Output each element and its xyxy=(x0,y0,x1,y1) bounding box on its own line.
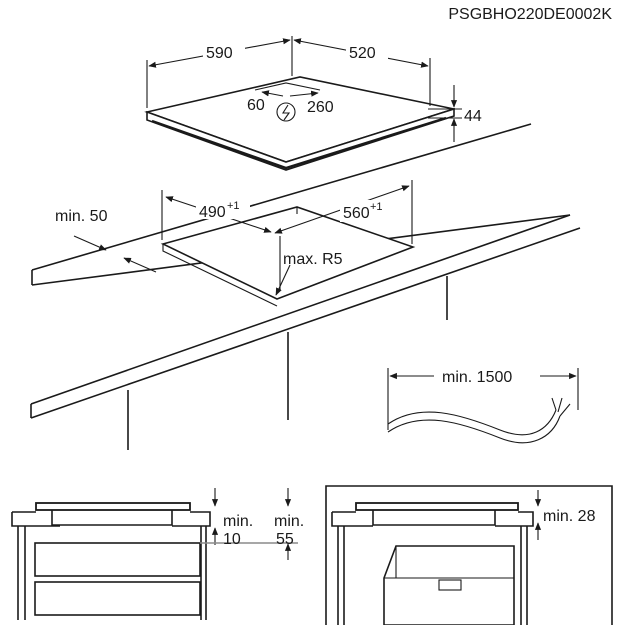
hob-height-dimension: 44 xyxy=(428,85,482,142)
worktop-drawing xyxy=(30,123,581,450)
cutout-width-dimension: 490 +1 xyxy=(161,190,272,240)
edge-distance-dimension: min. 50 xyxy=(55,208,157,273)
cutout-depth-dimension: 560 +1 xyxy=(274,180,413,244)
svg-text:min. 1500: min. 1500 xyxy=(442,369,512,386)
svg-text:min. 50: min. 50 xyxy=(55,208,108,225)
svg-text:55: 55 xyxy=(276,531,294,548)
svg-text:min.: min. xyxy=(274,513,304,530)
svg-text:10: 10 xyxy=(223,531,241,548)
hob-depth-dimension: 520 xyxy=(293,38,431,106)
document-code: PSGBHO220DE0002K xyxy=(448,6,612,23)
svg-text:560: 560 xyxy=(343,205,370,222)
hob-width-dimension: 590 xyxy=(146,36,293,108)
oven-installation-drawing: min. 28 xyxy=(325,485,613,626)
drawer-installation-drawing: min. 10 min. 55 xyxy=(11,488,304,620)
svg-text:590: 590 xyxy=(206,45,233,62)
svg-text:490: 490 xyxy=(199,204,226,221)
svg-text:min.: min. xyxy=(223,513,253,530)
connection-left-label: 60 xyxy=(247,97,265,114)
connection-right-label: 260 xyxy=(307,99,334,116)
cutout-radius-dimension: max. R5 xyxy=(275,236,343,296)
svg-text:min. 28: min. 28 xyxy=(543,508,596,525)
hob-drawing: 60 260 xyxy=(144,76,458,171)
svg-text:max. R5: max. R5 xyxy=(283,251,343,268)
svg-text:44: 44 xyxy=(464,108,482,125)
svg-text:520: 520 xyxy=(349,45,376,62)
svg-text:+1: +1 xyxy=(227,200,240,212)
power-connection-icon xyxy=(276,102,296,122)
cable-length-dimension: min. 1500 xyxy=(387,368,579,444)
svg-text:+1: +1 xyxy=(370,201,383,213)
